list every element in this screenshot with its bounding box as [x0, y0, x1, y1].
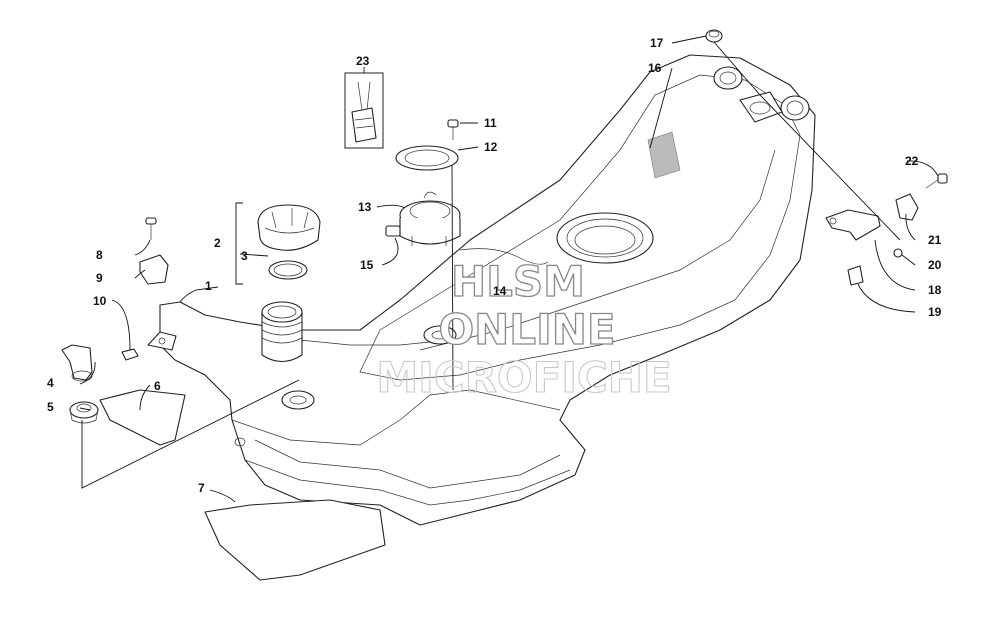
cap-o-ring — [268, 260, 308, 280]
fuel-sender-box — [344, 72, 384, 149]
watermark-line-3: MICROFICHE — [376, 353, 671, 402]
callout-21: 21 — [928, 233, 942, 247]
callout-9: 9 — [96, 271, 103, 285]
callout-11: 11 — [484, 116, 497, 130]
watermark-line-1: HLSM — [451, 257, 585, 306]
bolt-22 — [925, 173, 948, 189]
fuel-pump-assembly — [385, 191, 461, 246]
callout-13: 13 — [358, 200, 372, 214]
callout-2-bracket — [235, 202, 243, 285]
callout-17: 17 — [650, 36, 664, 50]
callout-5: 5 — [47, 400, 54, 414]
tank-plug — [705, 29, 723, 43]
callout-12: 12 — [484, 140, 498, 154]
watermark-line-2: ONLINE — [438, 305, 615, 354]
heat-shield-small — [99, 389, 186, 446]
callout-10: 10 — [93, 294, 107, 308]
watermark: HLSM ONLINE MICROFICHE — [376, 256, 672, 402]
callout-20: 20 — [928, 258, 942, 272]
connector-clip — [121, 348, 139, 361]
vent-fitting — [61, 344, 93, 382]
screw-11 — [447, 119, 459, 140]
callout-18: 18 — [928, 283, 942, 297]
bracket-clip-21 — [895, 193, 919, 221]
callout-2: 2 — [214, 236, 221, 250]
pump-gasket — [395, 145, 459, 171]
fuel-cap — [257, 204, 321, 251]
callout-7: 7 — [198, 481, 205, 495]
callout-6: 6 — [154, 379, 161, 393]
callout-16: 16 — [648, 61, 662, 75]
fuel-line — [459, 248, 549, 265]
callout-23: 23 — [356, 54, 370, 68]
connector-19 — [847, 265, 864, 286]
retainer-clip — [139, 254, 169, 285]
fuel-tank — [147, 54, 816, 526]
callout-3: 3 — [241, 249, 248, 263]
grommet — [69, 401, 99, 424]
callout-labels: 1 2 3 4 5 6 7 8 9 10 11 12 13 14 15 16 1… — [47, 36, 942, 495]
callout-4: 4 — [47, 376, 54, 390]
callout-1: 1 — [205, 279, 212, 293]
callout-19: 19 — [928, 305, 942, 319]
screw-8 — [145, 217, 157, 240]
callout-15: 15 — [360, 258, 374, 272]
callout-14: 14 — [493, 284, 507, 298]
callout-22: 22 — [905, 154, 919, 168]
screw-20 — [893, 248, 903, 258]
mounting-bracket — [825, 209, 881, 241]
callout-8: 8 — [96, 248, 103, 262]
leader-lines — [79, 35, 939, 503]
heat-shield-large — [204, 499, 386, 581]
